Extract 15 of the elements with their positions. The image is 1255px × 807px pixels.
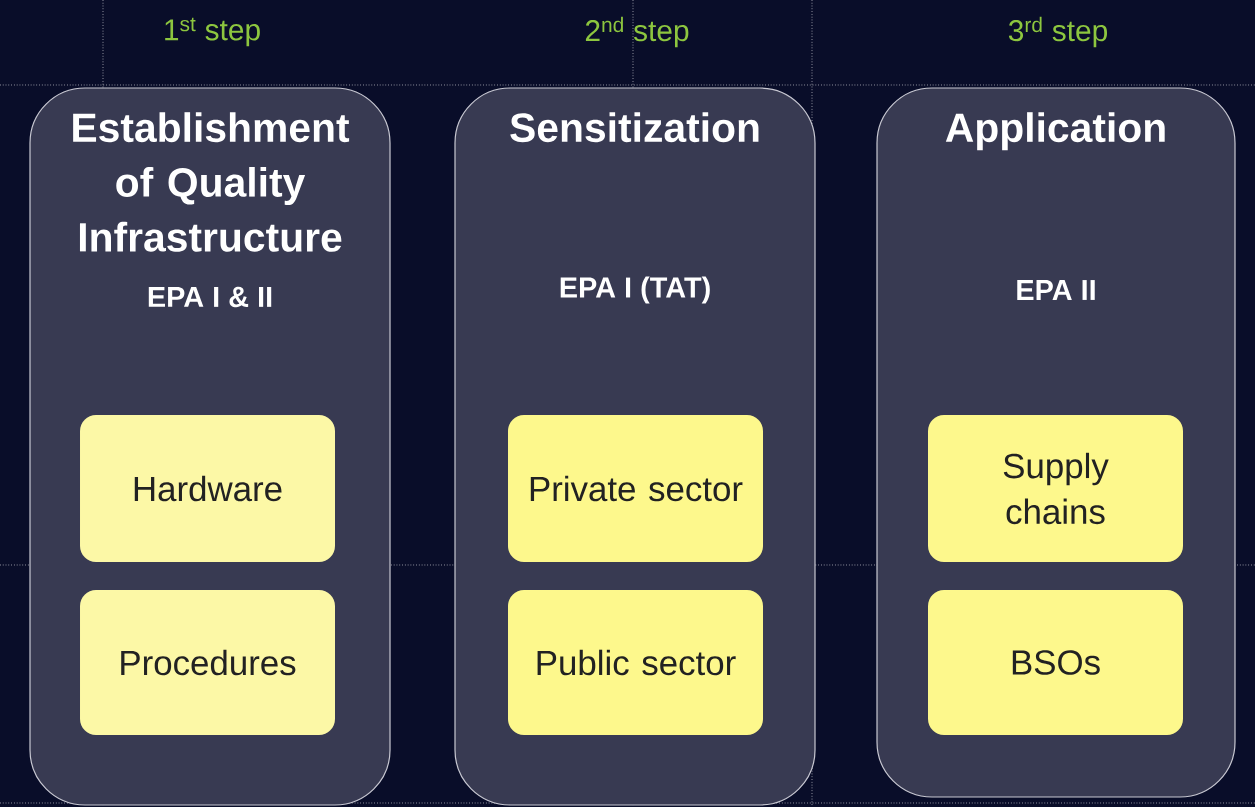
item-box: BSOs [928, 590, 1183, 735]
item-box: Public sector [508, 590, 763, 735]
column-title: Establishment of Quality Infrastructure [73, 112, 350, 252]
item-box: Procedures [80, 590, 335, 735]
item-box: Hardware [80, 415, 335, 562]
step-label: 2$^{nd}$ step [585, 16, 689, 48]
column-title: Sensitization [510, 112, 759, 143]
step-label: 1$^{st}$ step [165, 17, 260, 47]
step-label: 3$^{rd}$ step [1008, 16, 1107, 48]
column-title: Application [945, 112, 1165, 151]
item-box: Private sector [508, 415, 763, 562]
column-subtitle: EPA I & II [148, 286, 272, 308]
column-subtitle: EPA I (TAT) [560, 276, 710, 304]
column-subtitle: EPA II [1017, 280, 1095, 300]
item-box: Supply chains [928, 415, 1183, 562]
